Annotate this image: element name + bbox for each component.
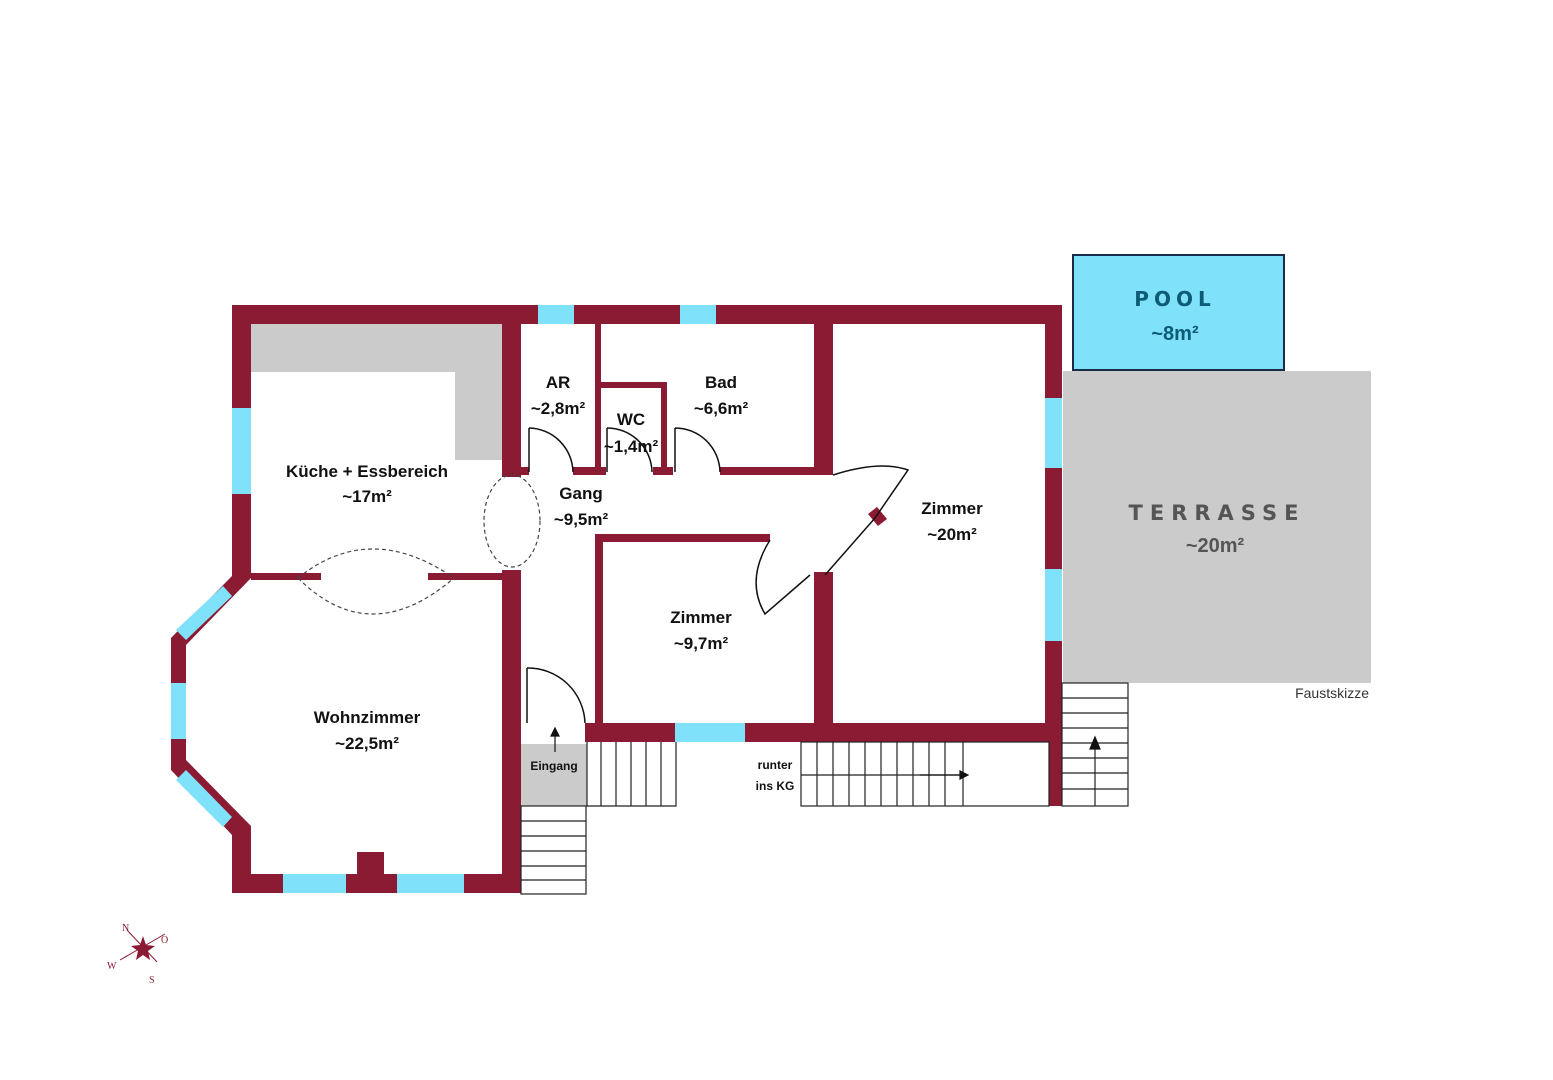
gang-name: Gang xyxy=(559,484,602,503)
gang-area: ~9,5m² xyxy=(554,510,609,529)
compass-w: W xyxy=(107,961,117,972)
terrace-size: ~20m² xyxy=(1186,535,1245,557)
wc-name: WC xyxy=(617,410,645,429)
kitchen-area: ~17m² xyxy=(342,487,392,506)
zimmer-large-area: ~20m² xyxy=(927,525,977,544)
pool-name: POOL xyxy=(1134,287,1215,311)
windows xyxy=(171,305,1062,893)
zimmer-small-area: ~9,7m² xyxy=(674,634,729,653)
wohnzimmer-name: Wohnzimmer xyxy=(314,708,421,727)
terrace-area xyxy=(1063,371,1371,683)
entrance-landing xyxy=(521,744,587,806)
ar-name: AR xyxy=(546,373,571,392)
compass-s: S xyxy=(149,975,155,986)
stairs-down-label-2: ins KG xyxy=(756,779,795,793)
stairs-down-label-1: runter xyxy=(758,758,793,772)
kitchen-name: Küche + Essbereich xyxy=(286,462,448,481)
stairs xyxy=(520,682,1129,895)
terrace-stairs-arrow xyxy=(1089,735,1101,750)
zimmer-large-name: Zimmer xyxy=(921,499,983,518)
doors xyxy=(526,427,910,724)
eingang-label: Eingang xyxy=(530,759,577,773)
bad-name: Bad xyxy=(705,373,737,392)
zimmer-small-name: Zimmer xyxy=(670,608,732,627)
bad-area: ~6,6m² xyxy=(694,399,749,418)
wc-area: ~1,4m² xyxy=(604,437,659,456)
compass-rose-icon: N O W S xyxy=(107,923,168,986)
compass-n: N xyxy=(122,923,129,934)
open-passages xyxy=(297,474,541,615)
wohnzimmer-area: ~22,5m² xyxy=(335,734,399,753)
compass-o: O xyxy=(161,935,168,946)
sketch-note: Faustskizze xyxy=(1295,685,1369,701)
arrows xyxy=(550,726,1101,780)
pool-area xyxy=(1072,254,1285,371)
terrace-name: TERRASSE xyxy=(1129,501,1306,525)
pool-size: ~8m² xyxy=(1151,323,1199,345)
ar-area: ~2,8m² xyxy=(531,399,586,418)
kitchen-counter xyxy=(250,324,503,460)
